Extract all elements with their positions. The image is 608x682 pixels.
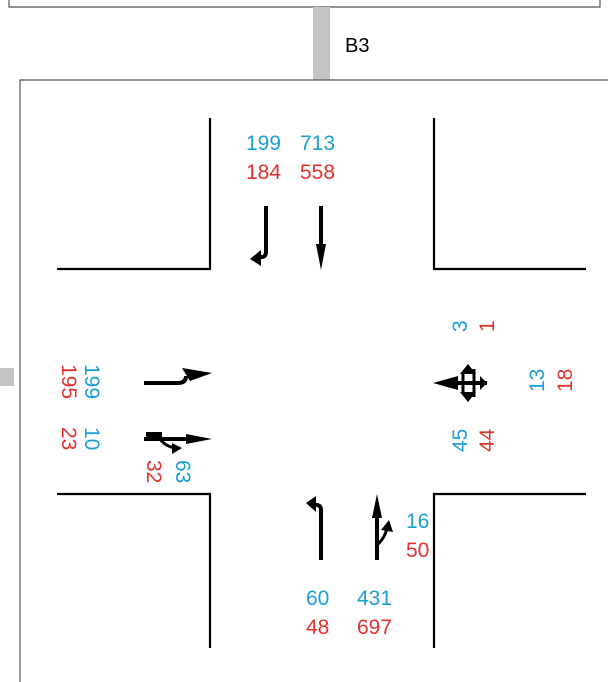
- straight-right-arrow-icon: [372, 494, 393, 560]
- east-count-red-2: 18: [554, 369, 577, 392]
- left-turn-arrow-icon: [306, 496, 323, 560]
- road-edge-se: [432, 492, 586, 648]
- west-count-blue-1: 199: [80, 364, 103, 399]
- north-count-blue-2: 713: [300, 132, 335, 155]
- south-count-blue-3: 16: [406, 510, 429, 533]
- east-count-blue-2: 13: [526, 369, 549, 392]
- west-count-red-1: 195: [57, 364, 80, 399]
- west-count-red-2: 23: [57, 427, 80, 450]
- straight-right-arrow-icon: [144, 432, 212, 454]
- east-count-blue-1: 3: [449, 320, 472, 332]
- north-count-red-2: 558: [300, 161, 335, 184]
- east-count-blue-3: 45: [449, 429, 472, 452]
- node-label: B3: [345, 35, 369, 57]
- previous-panel-frame: [8, 0, 601, 8]
- south-count-red-2: 697: [357, 616, 392, 639]
- north-arrows: [250, 206, 326, 270]
- south-arrows: [306, 494, 393, 560]
- all-direction-arrow-icon: [433, 364, 487, 402]
- south-count-red-1: 48: [306, 616, 329, 639]
- west-count-blue-3: 63: [171, 460, 194, 483]
- south-count-red-3: 50: [406, 539, 429, 562]
- west-count-red-3: 32: [142, 460, 165, 483]
- north-count-blue-1: 199: [246, 132, 281, 155]
- right-turn-arrow-icon: [250, 206, 268, 266]
- south-count-blue-1: 60: [306, 587, 329, 610]
- road-edge-ne: [432, 118, 586, 271]
- straight-arrow-icon: [316, 206, 326, 270]
- connector-bar-top: [313, 7, 330, 80]
- left-turn-arrow-icon: [144, 368, 212, 385]
- east-arrows: [433, 364, 487, 402]
- north-count-red-1: 184: [246, 161, 281, 184]
- road-edge-nw: [57, 118, 212, 271]
- east-count-red-3: 44: [476, 428, 499, 452]
- east-count-red-1: 1: [476, 320, 499, 332]
- south-count-blue-2: 431: [357, 587, 392, 610]
- road-edge-sw: [57, 492, 212, 648]
- road-edges: [57, 118, 586, 648]
- connector-bar-left: [0, 368, 14, 386]
- panel-frame: [19, 79, 608, 682]
- west-count-blue-2: 10: [80, 427, 103, 450]
- west-arrows: [144, 368, 212, 454]
